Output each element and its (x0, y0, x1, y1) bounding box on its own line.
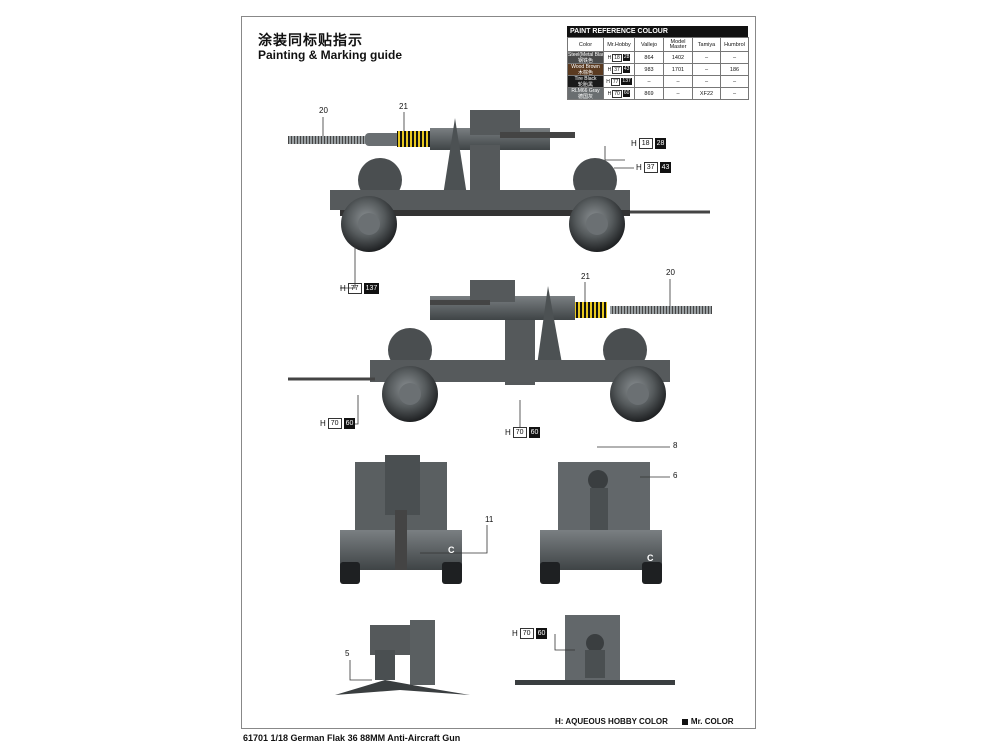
rear-view (340, 455, 462, 584)
paint-label-code: 70 (327, 418, 342, 429)
h-code: 37 (612, 65, 622, 74)
paint-label-h70-left: H 70 60 (320, 418, 356, 429)
paint-reference-table: Color Mr.Hobby Vallejo Model Master Tami… (567, 37, 749, 100)
h-code: 18 (612, 53, 622, 62)
paint-label-prefix: H (505, 428, 511, 437)
square-icon (681, 718, 688, 725)
swatch-name-cn: 轮胎黑 (577, 81, 593, 88)
paint-label-prefix: H (320, 419, 326, 428)
callout-21-top: 21 (399, 102, 408, 111)
paint-label-prefix: H (631, 139, 637, 148)
color-legend: H: AQUEOUS HOBBY COLOR Mr. COLOR (555, 717, 734, 726)
legend-mr-color-label: Mr. COLOR (690, 717, 734, 726)
swatch-name-cn: 木棕色 (577, 69, 593, 76)
paint-label-prefix: H (636, 163, 642, 172)
paint-label-number: 43 (659, 162, 672, 173)
swatch-name: Steel(Metal Black) (568, 51, 603, 58)
side-view-top (288, 110, 710, 252)
legend-mr-color: Mr. COLOR (681, 717, 734, 726)
marking-c-front: C (647, 553, 654, 563)
h-number: 60 (622, 90, 631, 97)
shield-bottom (535, 286, 565, 380)
guide-title-cn: 涂装同标贴指示 (258, 33, 363, 49)
h-code: 70 (612, 89, 622, 98)
paint-label-h37: H 37 43 (636, 162, 672, 173)
leader-lines (322, 112, 671, 681)
paint-label-code: 77 (347, 283, 362, 294)
paint-label-h70-small: H 70 60 (512, 628, 548, 639)
swatch-name-cn: 钢铁色 (577, 57, 593, 64)
barrel-top (288, 136, 368, 144)
callout-20-bottom: 20 (666, 268, 675, 277)
callout-5: 5 (345, 649, 350, 658)
paint-label-prefix: H (340, 284, 346, 293)
paint-label-h70-mid: H 70 60 (505, 427, 541, 438)
side-view-bottom (288, 280, 712, 422)
h-code: 77 (610, 77, 621, 86)
barrel-stripe-top (397, 131, 432, 147)
swatch-name: RLM66 Gray (571, 87, 600, 94)
h-number: 43 (622, 66, 631, 73)
cell-humbrol: – (720, 87, 749, 100)
paint-label-h18: H 18 28 (631, 138, 667, 149)
callout-21-bottom: 21 (581, 272, 590, 281)
paint-label-code: 37 (643, 162, 658, 173)
h-number: 28 (622, 54, 631, 61)
product-title: 61701 1/18 German Flak 36 88MM Anti-Airc… (243, 733, 461, 743)
deployed-front-view (515, 615, 675, 685)
paint-label-code: 18 (638, 138, 653, 149)
marking-c-rear: C (448, 545, 455, 555)
callout-6: 6 (673, 471, 678, 480)
callout-11: 11 (485, 515, 494, 524)
swatch-name: Tire Black (574, 75, 597, 82)
swatch-name-cn: 德国灰 (577, 93, 593, 100)
paint-table-header-row: Color Mr.Hobby Vallejo Model Master Tami… (567, 37, 749, 52)
front-view (540, 462, 662, 584)
guide-title-en: Painting & Marking guide (258, 48, 403, 62)
paint-table-title: PAINT REFERENCE COLOUR (567, 26, 748, 37)
paint-label-prefix: H (512, 629, 518, 638)
paint-label-number: 60 (343, 418, 356, 429)
paint-label-number: 60 (528, 427, 541, 438)
barrel-bottom (610, 306, 712, 314)
paint-label-code: 70 (512, 427, 527, 438)
paint-label-number: 137 (363, 283, 380, 294)
swatch-name: Wood Brown (571, 63, 600, 70)
paint-label-number: 60 (535, 628, 548, 639)
callout-8: 8 (673, 441, 678, 450)
legend-aqueous: H: AQUEOUS HOBBY COLOR (555, 717, 668, 726)
paint-label-h77: H 77 137 (340, 283, 380, 294)
paint-label-number: 28 (654, 138, 667, 149)
paint-label-code: 70 (519, 628, 534, 639)
deployed-rear-view (335, 620, 470, 695)
callout-20-top: 20 (319, 106, 328, 115)
barrel-stripe-bottom (572, 302, 607, 318)
page-frame (241, 16, 756, 729)
h-number: 137 (621, 78, 632, 85)
